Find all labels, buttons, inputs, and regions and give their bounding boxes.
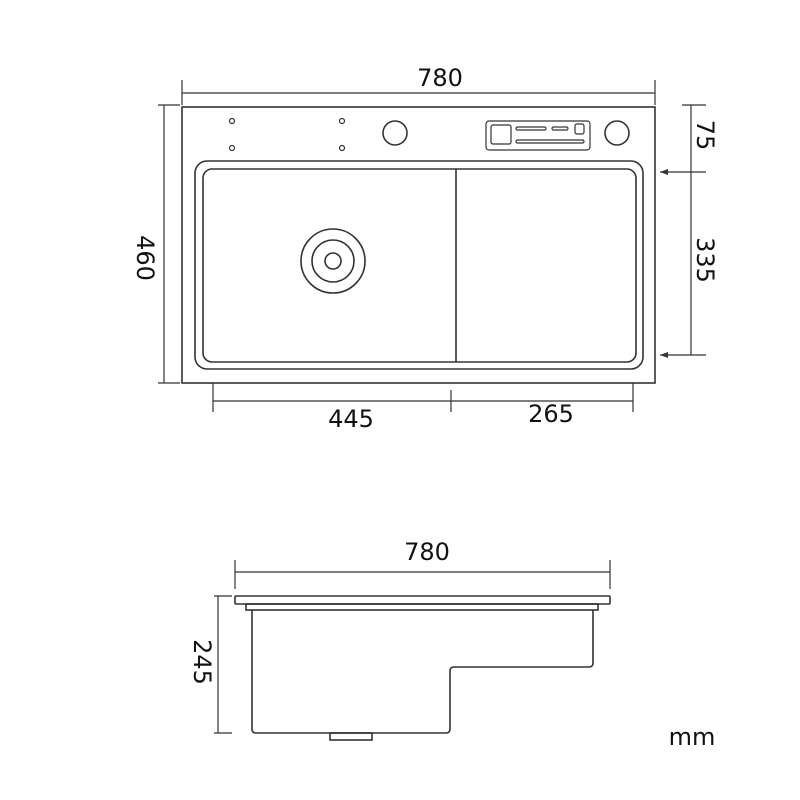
mounting-holes	[228, 117, 346, 152]
drain-icon	[300, 228, 366, 294]
control-panel-icon	[485, 120, 591, 151]
side-width-label: 780	[404, 538, 450, 566]
deck-depth-label: 75	[691, 120, 719, 151]
side-height-dimension: 245	[188, 595, 232, 734]
side-height-label: 245	[188, 639, 216, 685]
width-label: 780	[417, 64, 463, 92]
bowl-rim	[194, 160, 644, 370]
depth-label: 460	[131, 235, 159, 281]
bowl-profile	[251, 610, 594, 734]
left-bowl-label: 445	[328, 405, 374, 433]
width-dimension: 780	[181, 64, 656, 105]
depth-dimension: 460	[131, 104, 180, 384]
sink-outline	[181, 106, 656, 384]
side-view: 780 245	[188, 538, 611, 741]
top-view: 780 460 75 335 445	[131, 64, 719, 433]
bowl-depth-dimension: 335	[660, 169, 719, 358]
right-bowl-label: 265	[528, 400, 574, 428]
unit-label: mm	[669, 723, 716, 751]
faucet-hole-icon	[382, 120, 408, 146]
drain-outlet	[329, 732, 373, 741]
bowl-width-dimensions: 445 265	[212, 383, 634, 433]
sink-plate	[245, 603, 599, 611]
accessory-hole-icon	[604, 120, 630, 146]
bowl-inner	[202, 168, 637, 363]
sink-flange	[234, 595, 611, 605]
bowl-depth-label: 335	[691, 237, 719, 283]
deck-depth-dimension: 75	[682, 104, 719, 172]
side-width-dimension: 780	[234, 538, 611, 589]
